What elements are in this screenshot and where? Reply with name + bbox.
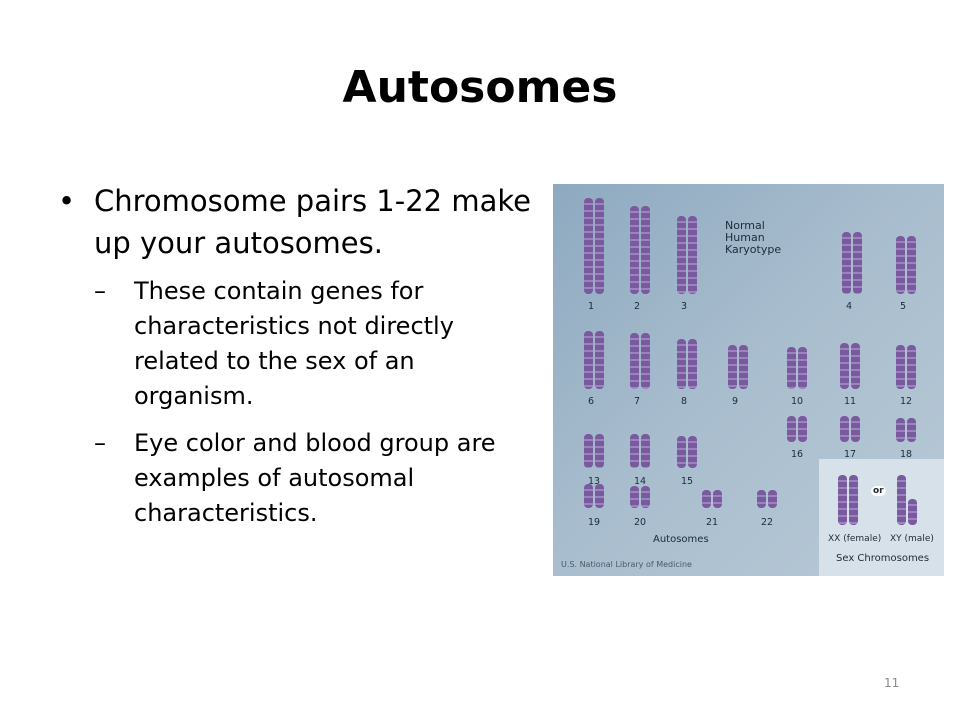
chromosome-number-label: 17 <box>844 449 857 460</box>
sex-chromosomes-label: Sex Chromosomes <box>836 553 930 564</box>
chromosome-number-label: 3 <box>681 301 688 312</box>
chromosome-number-label: 5 <box>900 301 907 312</box>
chromosome <box>739 345 748 389</box>
chromosome <box>896 236 905 294</box>
chromosome <box>851 343 860 389</box>
sub-bullet-item: – These contain genes for characteristic… <box>94 274 534 414</box>
chromosome <box>641 434 650 468</box>
xx-female-label: XX (female) <box>828 534 882 544</box>
dash-glyph: – <box>94 277 106 305</box>
sex-chromosome <box>849 475 858 525</box>
chromosome <box>842 232 851 294</box>
karyotype-title-line: Karyotype <box>725 243 782 256</box>
bullet-text: Chromosome pairs 1-22 make up your autos… <box>94 184 531 260</box>
chromosome <box>677 339 686 389</box>
chromosome-number-label: 2 <box>634 301 641 312</box>
chromosome <box>728 345 737 389</box>
chromosome <box>787 416 796 442</box>
chromosome <box>641 206 650 294</box>
chromosome-number-label: 6 <box>588 396 595 407</box>
karyotype-title-line: Normal <box>725 219 765 232</box>
chromosome-number-label: 14 <box>634 476 647 487</box>
chromosome-number-label: 8 <box>681 396 688 407</box>
chromosome <box>595 484 604 508</box>
chromosome-number-label: 7 <box>634 396 641 407</box>
chromosome <box>787 347 796 389</box>
chromosome-number-label: 13 <box>588 476 601 487</box>
credit-label: U.S. National Library of Medicine <box>561 560 692 569</box>
chromosome-number-label: 22 <box>761 517 774 528</box>
chromosome <box>630 434 639 468</box>
chromosome <box>584 484 593 508</box>
chromosome-number-label: 16 <box>791 449 804 460</box>
chromosome <box>677 216 686 294</box>
chromosome <box>768 490 777 508</box>
chromosome <box>584 434 593 468</box>
chromosome <box>702 490 711 508</box>
chromosome-number-label: 18 <box>900 449 913 460</box>
chromosome <box>907 345 916 389</box>
chromosome-number-label: 4 <box>846 301 853 312</box>
chromosome <box>840 416 849 442</box>
chromosome <box>688 216 697 294</box>
chromosome <box>851 416 860 442</box>
chromosome <box>713 490 722 508</box>
karyotype-image: Normal Human Karyotype Autosomes U.S. Na… <box>553 184 944 576</box>
chromosome <box>688 436 697 468</box>
chromosome <box>595 434 604 468</box>
chromosome <box>677 436 686 468</box>
bullet-item: • Chromosome pairs 1-22 make up your aut… <box>58 180 558 264</box>
chromosome-number-label: 19 <box>588 517 601 528</box>
chromosome <box>840 343 849 389</box>
chromosome <box>853 232 862 294</box>
chromosome <box>584 331 593 389</box>
bullet-glyph: • <box>58 184 76 218</box>
chromosome <box>757 490 766 508</box>
sub-bullet-text: Eye color and blood group are examples o… <box>134 429 496 527</box>
chromosome <box>595 331 604 389</box>
sub-bullet-list: – These contain genes for characteristic… <box>58 274 558 531</box>
chromosome <box>798 347 807 389</box>
chromosome <box>641 333 650 389</box>
chromosome <box>896 418 905 442</box>
sex-chromosome <box>908 499 917 525</box>
chromosome-number-label: 20 <box>634 517 647 528</box>
chromosome <box>896 345 905 389</box>
chromosome <box>907 236 916 294</box>
chromosome <box>798 416 807 442</box>
chromosome-number-label: 15 <box>681 476 694 487</box>
sub-bullet-text: These contain genes for characteristics … <box>134 277 454 410</box>
chromosome <box>630 206 639 294</box>
or-label: or <box>871 486 886 496</box>
chromosome <box>595 198 604 294</box>
dash-glyph: – <box>94 429 106 457</box>
xy-male-label: XY (male) <box>890 534 934 544</box>
sex-chromosome <box>897 475 906 525</box>
karyotype-title: Normal Human Karyotype <box>725 220 781 256</box>
chromosome-number-label: 10 <box>791 396 804 407</box>
slide-body: • Chromosome pairs 1-22 make up your aut… <box>58 180 558 543</box>
chromosome-number-label: 21 <box>706 517 719 528</box>
chromosome <box>641 486 650 508</box>
chromosome <box>584 198 593 294</box>
sex-chromosome <box>838 475 847 525</box>
sub-bullet-item: – Eye color and blood group are examples… <box>94 426 534 531</box>
autosomes-label: Autosomes <box>653 534 709 545</box>
chromosome <box>630 333 639 389</box>
karyotype-title-line: Human <box>725 231 765 244</box>
chromosome-number-label: 11 <box>844 396 857 407</box>
chromosome <box>907 418 916 442</box>
chromosome-number-label: 12 <box>900 396 913 407</box>
chromosome <box>688 339 697 389</box>
chromosome <box>630 486 639 508</box>
chromosome-number-label: 1 <box>588 301 595 312</box>
chromosome-number-label: 9 <box>732 396 739 407</box>
slide-title: Autosomes <box>342 62 618 113</box>
slide-number: 11 <box>884 676 900 690</box>
